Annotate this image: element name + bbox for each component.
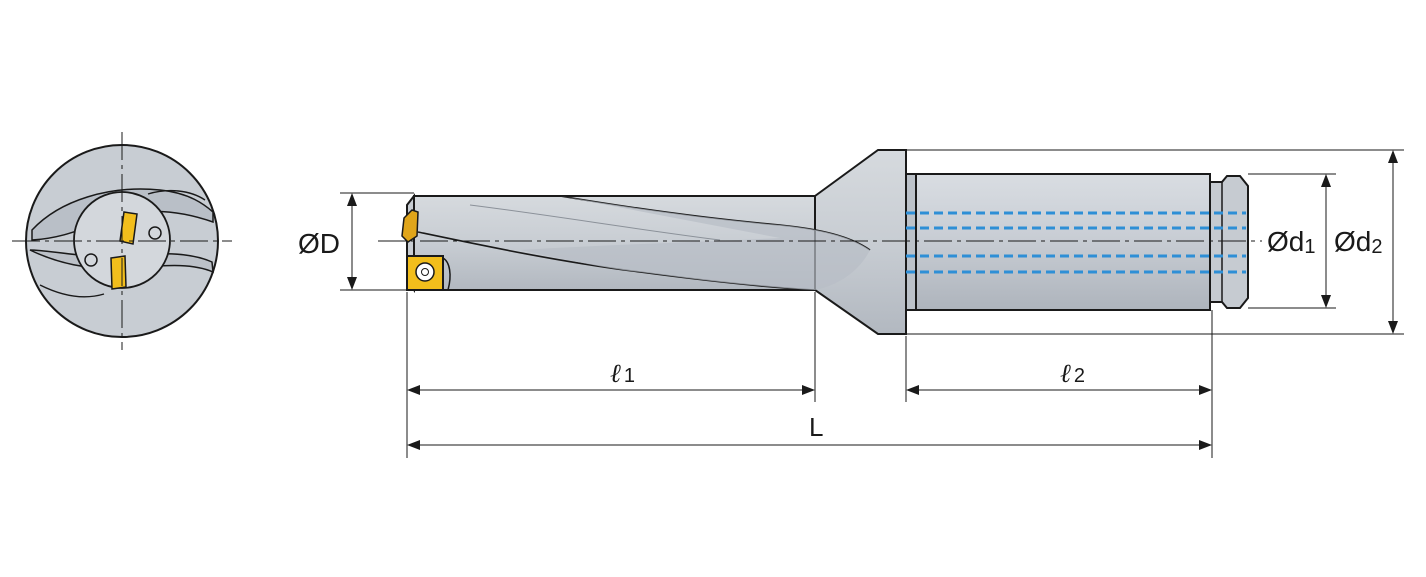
label-d1: Ød1 [1267, 226, 1315, 258]
label-D: ØD [298, 228, 340, 259]
end-view-swirl-left [39, 284, 105, 298]
side-view [378, 149, 1262, 335]
label-l1-sub: 1 [624, 365, 635, 387]
label-d2-sub: 2 [1371, 236, 1382, 258]
dimensions [340, 149, 1404, 458]
label-L: L [809, 412, 823, 442]
coolant-hole-icon [148, 226, 162, 240]
label-l2-main: ℓ [1060, 359, 1071, 388]
insert-screw-icon [421, 268, 429, 276]
insert-pocket [442, 257, 451, 291]
label-d2-main: Ød [1334, 226, 1371, 257]
insert-screw-icon [415, 262, 435, 282]
insert-icon [119, 211, 138, 245]
end-view-swirl-right [147, 189, 206, 201]
label-d2: Ød2 [1334, 226, 1382, 258]
label-d1-sub: 1 [1304, 236, 1315, 258]
label-d1-main: Ød [1267, 226, 1304, 257]
insert-icon [110, 255, 127, 290]
shank-neck [905, 173, 917, 311]
shank-end [1209, 175, 1249, 309]
insert-top-icon [401, 209, 419, 243]
shank [915, 173, 1211, 311]
label-l2-sub: 2 [1074, 365, 1085, 387]
label-l1-main: ℓ [610, 359, 621, 388]
end-view [12, 132, 232, 350]
flute-shade [520, 196, 870, 290]
coolant-hole-icon [84, 253, 98, 267]
arrowheads [347, 150, 1398, 450]
flute-curve-3 [469, 204, 721, 241]
